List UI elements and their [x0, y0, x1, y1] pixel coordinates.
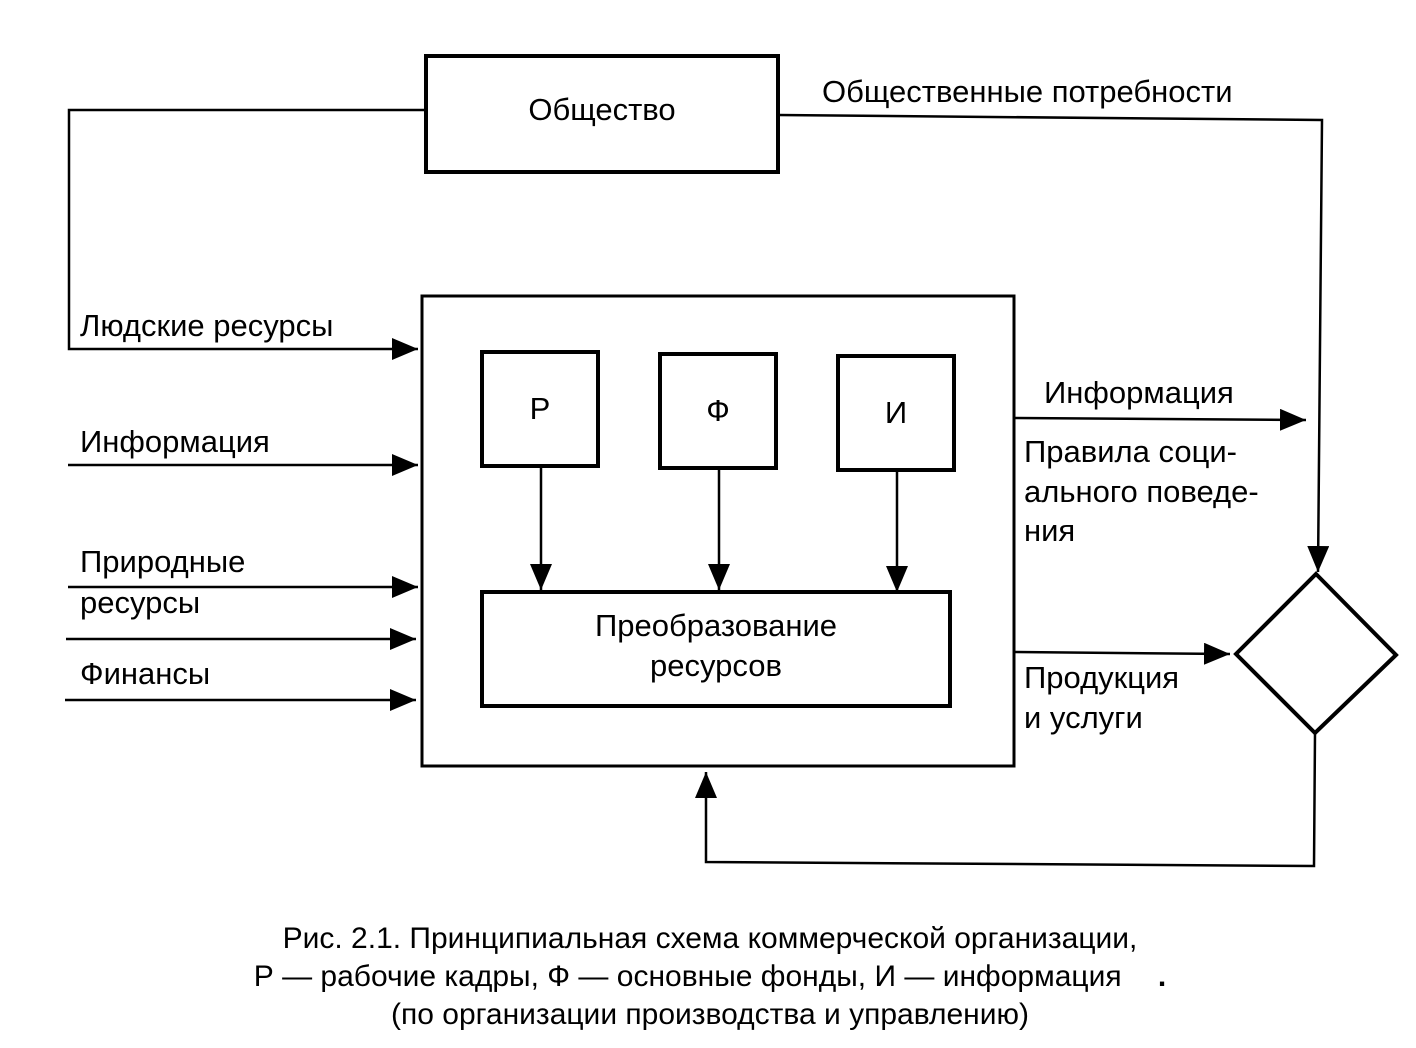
- information-out-label: Информация: [1044, 375, 1234, 410]
- social-needs-label: Общественные потребности: [822, 74, 1233, 109]
- products-label-line1: Продукция: [1024, 660, 1180, 695]
- society-label: Общество: [528, 92, 676, 127]
- society-box: [424, 54, 780, 174]
- i-label: И: [884, 395, 908, 430]
- organization-box: [420, 294, 1016, 768]
- caption-line3: (по организации производства и управлени…: [391, 998, 1029, 1031]
- transform-label-line1: Преобразование: [594, 608, 838, 643]
- f-box: [658, 352, 778, 470]
- natural-resources-label-line1: Природные: [80, 544, 246, 579]
- r-box: [480, 350, 600, 468]
- rules-label-line3: ния: [1024, 513, 1076, 548]
- decision-diamond: [1233, 571, 1399, 736]
- transform-box: [480, 590, 952, 708]
- rules-label-line1: Правила соци-: [1024, 434, 1237, 469]
- natural-resources-label-line2: ресурсы: [80, 585, 201, 620]
- products-label-line2: и услуги: [1024, 700, 1143, 735]
- arrow-information-out: [1013, 408, 1307, 431]
- rules-label-line2: ального поведе-: [1024, 474, 1259, 509]
- i-box: [836, 354, 956, 472]
- caption-line2: Р — рабочие кадры, Ф — основные фонды, И…: [160, 958, 1260, 995]
- information-in-label: Информация: [80, 424, 270, 459]
- finance-label: Финансы: [80, 656, 211, 691]
- feedback-connector: [695, 732, 1317, 868]
- arrow-products-to-diamond: [1013, 642, 1231, 665]
- human-resources-label: Людские ресурсы: [80, 308, 334, 343]
- connector-social-needs: [777, 113, 1330, 573]
- caption-line2-text: Р — рабочие кадры, Ф — основные фонды, И…: [253, 960, 1122, 993]
- f-label: Ф: [706, 393, 730, 428]
- caption-line1: Рис. 2.1. Принципиальная схема коммерчес…: [282, 922, 1138, 955]
- r-label: Р: [529, 391, 551, 426]
- caption-stray-mark: .: [1157, 960, 1167, 993]
- connector-society-to-human-resources: [67, 108, 426, 360]
- transform-label-line2: ресурсов: [650, 648, 782, 683]
